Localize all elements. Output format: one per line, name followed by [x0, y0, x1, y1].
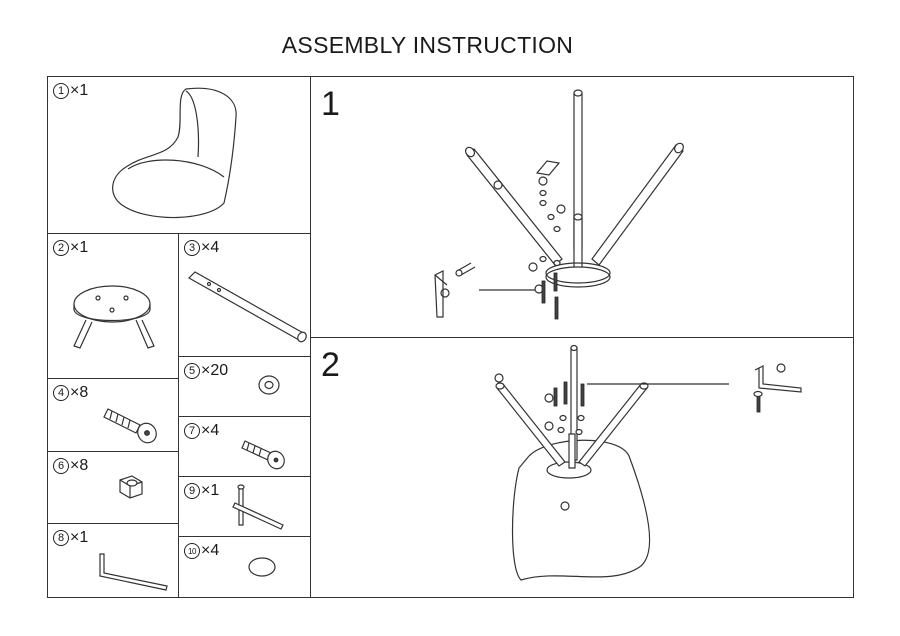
part-cell-10: 10×4	[178, 536, 311, 598]
part-cell-7: 7×4	[178, 416, 311, 477]
part-cell-6: 6×8	[47, 451, 179, 524]
part-cell-1: 1×1	[47, 76, 311, 234]
foot-cap-icon	[248, 557, 276, 577]
step-1-panel: 1	[310, 76, 854, 338]
part-cell-8: 8×1	[47, 523, 179, 598]
part-cell-2: 2×1	[47, 233, 179, 379]
step-2-illustration	[494, 344, 802, 581]
allen-key-icon	[99, 553, 168, 591]
part-cell-9: 9×1	[178, 476, 311, 537]
step-number: 1	[321, 85, 340, 123]
step-number: 2	[321, 346, 340, 384]
bolt-icon	[103, 408, 157, 444]
wrench-icon	[232, 484, 284, 530]
page-title: ASSEMBLY INSTRUCTION	[281, 32, 574, 58]
step-2-panel: 2	[310, 337, 854, 598]
part-cell-5: 5×20	[178, 356, 311, 417]
leg-rod-icon	[188, 271, 307, 343]
part-cell-3: 3×4	[178, 233, 311, 357]
nut-icon	[119, 475, 143, 499]
part-cell-4: 4×8	[47, 378, 179, 452]
screw-icon	[241, 440, 285, 470]
washer-icon	[258, 375, 280, 395]
chair-seat-icon	[112, 87, 237, 219]
base-plate-icon	[73, 285, 155, 349]
step-1-illustration	[434, 89, 684, 320]
